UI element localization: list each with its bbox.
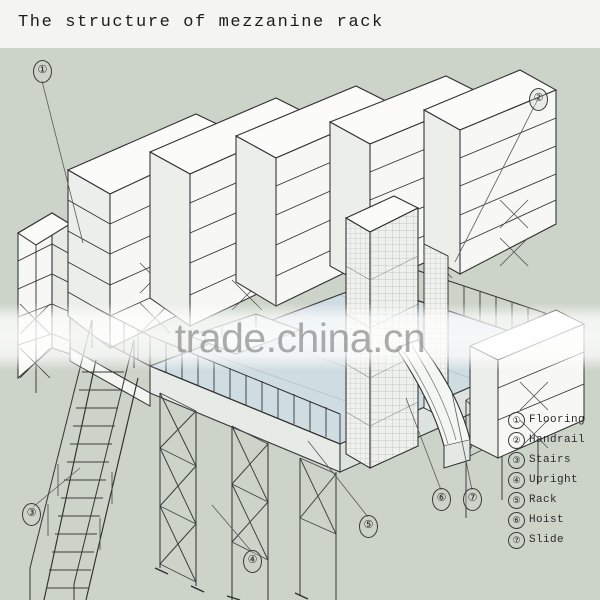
legend-label-rack: Rack [529, 494, 558, 506]
diagram-canvas: trade.china.cn [0, 48, 600, 600]
callout-leaders [32, 80, 538, 553]
legend-label-upright: Upright [529, 474, 579, 486]
legend-mark-5: ⑤ [508, 491, 525, 509]
callout-6-hoist: ⑥ [432, 488, 451, 511]
legend-item-handrail: ② Handrail [508, 430, 594, 450]
legend-label-flooring: Flooring [529, 414, 586, 426]
page-title: The structure of mezzanine rack [18, 13, 384, 32]
legend-item-flooring: ① Flooring [508, 410, 594, 430]
legend-item-stairs: ③ Stairs [508, 450, 594, 470]
legend-item-slide: ⑦ Slide [508, 530, 594, 550]
legend-label-stairs: Stairs [529, 454, 572, 466]
rack-bank-back-left [17, 212, 72, 393]
legend-mark-7: ⑦ [508, 531, 525, 549]
legend-mark-6: ⑥ [508, 511, 525, 529]
legend-mark-1: ① [508, 411, 525, 429]
legend-item-hoist: ⑥ Hoist [508, 510, 594, 530]
legend-item-rack: ⑤ Rack [508, 490, 594, 510]
callout-5-rack: ⑤ [359, 515, 378, 538]
callout-7-slide: ⑦ [463, 488, 482, 511]
callout-1-flooring: ① [33, 60, 52, 83]
header-band [0, 0, 600, 48]
rack-bank-back-main [66, 69, 558, 350]
stairs [29, 319, 151, 600]
legend-item-upright: ④ Upright [508, 470, 594, 490]
legend-mark-2: ② [508, 431, 525, 449]
hoist-tower [344, 195, 420, 469]
legend: ① Flooring ② Handrail ③ Stairs ④ Upright… [508, 410, 594, 550]
callout-3-stairs: ③ [22, 503, 41, 526]
legend-mark-3: ③ [508, 451, 525, 469]
callout-4-upright: ④ [243, 550, 262, 573]
legend-label-slide: Slide [529, 534, 565, 546]
callout-2-handrail: ② [529, 88, 548, 111]
legend-mark-4: ④ [508, 471, 525, 489]
legend-label-handrail: Handrail [529, 434, 586, 446]
legend-label-hoist: Hoist [529, 514, 565, 526]
